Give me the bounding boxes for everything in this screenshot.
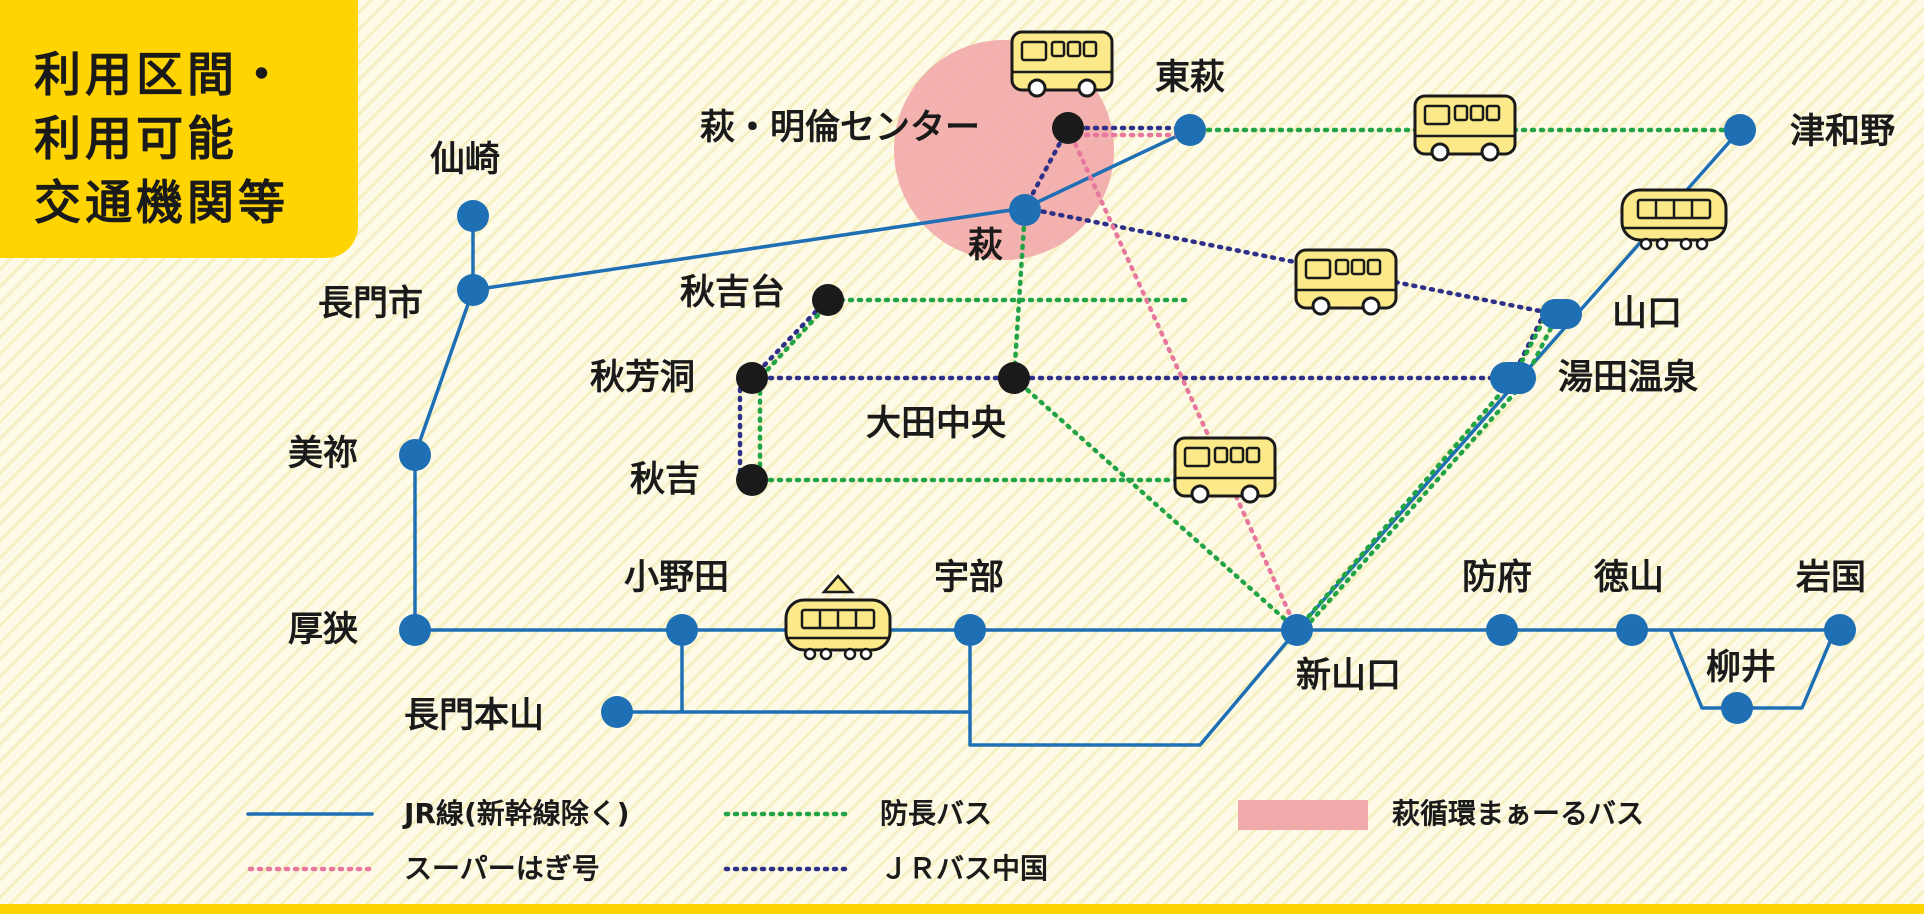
label-hagi-meirin: 萩・明倫センター bbox=[700, 108, 981, 148]
label-senzaki: 仙崎 bbox=[430, 140, 501, 180]
label-onoda: 小野田 bbox=[624, 558, 730, 598]
legend-jr-line: JR線(新幹線除く) bbox=[404, 797, 630, 830]
title-line-1: 利用区間・ bbox=[34, 48, 289, 103]
stop-akiyoshidai bbox=[812, 284, 844, 316]
station-senzaki bbox=[457, 200, 489, 232]
station-iwakuni bbox=[1824, 614, 1856, 646]
label-tokuyama: 徳山 bbox=[1594, 558, 1665, 598]
station-onoda bbox=[666, 614, 698, 646]
label-nagato-shi: 長門市 bbox=[318, 284, 424, 324]
train-icon bbox=[1620, 188, 1728, 251]
bus-stops bbox=[736, 112, 1084, 496]
stop-hagi-meirin bbox=[1052, 112, 1084, 144]
jr-stations bbox=[399, 114, 1856, 728]
bottom-bar bbox=[0, 904, 1924, 914]
station-nagato-motoyama bbox=[601, 696, 633, 728]
station-nagato-shi bbox=[457, 274, 489, 306]
label-hagi: 萩 bbox=[968, 226, 1004, 266]
stop-ota-chuo bbox=[998, 362, 1030, 394]
title-line-3: 交通機関等 bbox=[34, 176, 289, 231]
label-nagato-motoyama: 長門本山 bbox=[404, 696, 545, 736]
station-yanai bbox=[1721, 692, 1753, 724]
bus-icon bbox=[1294, 248, 1398, 316]
station-hagi bbox=[1009, 194, 1041, 226]
label-yanai: 柳井 bbox=[1706, 648, 1777, 688]
bus-icon bbox=[1413, 94, 1517, 162]
station-tsuwano bbox=[1724, 114, 1756, 146]
station-ube bbox=[954, 614, 986, 646]
station-yuda-onsen bbox=[1490, 362, 1536, 394]
station-hofu bbox=[1486, 614, 1518, 646]
legend-samples bbox=[246, 800, 1368, 872]
label-higashi-hagi: 東萩 bbox=[1155, 58, 1226, 98]
bus-icon bbox=[1173, 436, 1277, 504]
legend-jr-bus: ＪＲバス中国 bbox=[880, 852, 1049, 885]
stop-akiyoshi bbox=[736, 464, 768, 496]
station-asa bbox=[399, 614, 431, 646]
label-asa: 厚狭 bbox=[288, 610, 359, 650]
title-box: 利用区間・ 利用可能 交通機関等 bbox=[0, 0, 358, 258]
title-line-2: 利用可能 bbox=[34, 112, 238, 167]
label-ube: 宇部 bbox=[934, 558, 1005, 598]
label-akiyoshidai: 秋吉台 bbox=[680, 273, 786, 313]
label-yuda-onsen: 湯田温泉 bbox=[1558, 358, 1699, 398]
stop-akiyoshido bbox=[736, 362, 768, 394]
bus-icon bbox=[1010, 30, 1114, 98]
legend-super-hagi: スーパーはぎ号 bbox=[404, 852, 600, 885]
legend-loop-bus: 萩循環まぁーるバス bbox=[1392, 797, 1645, 830]
label-iwakuni: 岩国 bbox=[1796, 558, 1867, 598]
label-hofu: 防府 bbox=[1462, 558, 1533, 598]
station-higashi-hagi bbox=[1174, 114, 1206, 146]
label-yamaguchi: 山口 bbox=[1612, 294, 1683, 334]
tram-icon bbox=[784, 574, 892, 661]
label-akiyoshido: 秋芳洞 bbox=[590, 358, 696, 398]
station-yamaguchi bbox=[1540, 299, 1582, 329]
station-shin-yamaguchi bbox=[1281, 614, 1313, 646]
station-tokuyama bbox=[1616, 614, 1648, 646]
label-tsuwano: 津和野 bbox=[1790, 112, 1896, 152]
label-shin-yamaguchi: 新山口 bbox=[1296, 656, 1402, 696]
label-ota-chuo: 大田中央 bbox=[866, 404, 1007, 444]
hagi-loop-bus-area bbox=[894, 40, 1114, 260]
label-akiyoshi: 秋吉 bbox=[630, 460, 701, 500]
label-mine: 美祢 bbox=[288, 434, 359, 474]
super-hagi-route bbox=[1065, 125, 1300, 633]
station-mine bbox=[399, 439, 431, 471]
legend-bochou-bus: 防長バス bbox=[880, 797, 993, 830]
